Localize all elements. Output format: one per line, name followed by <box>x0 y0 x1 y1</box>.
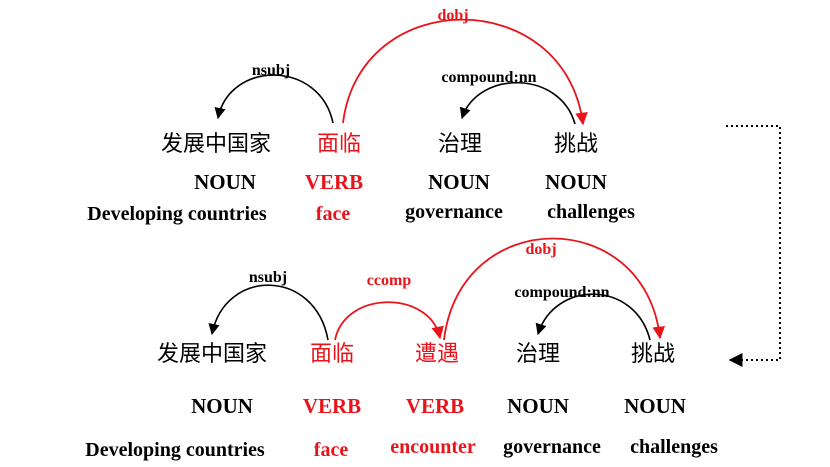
bottom-word-en: encounter <box>390 436 476 458</box>
top-arc-label-nsubj: nsubj <box>251 62 291 79</box>
top-word-zh: 面临 <box>316 132 362 157</box>
bottom-arc-label-nsubj: nsubj <box>248 269 288 286</box>
bottom-word-zh: 治理 <box>515 342 561 367</box>
top-arc-label-dobj: dobj <box>437 7 469 24</box>
transform-connector-arrow <box>726 125 781 367</box>
top-word-en: challenges <box>547 201 635 223</box>
top-arc-label-compound-nn: compound:nn <box>441 69 537 86</box>
bottom-word-zh: 发展中国家 <box>156 342 268 367</box>
bottom-word-en: face <box>313 439 349 461</box>
bottom-word-en: Developing countries <box>85 439 265 461</box>
bottom-word-zh: 遭遇 <box>414 342 460 367</box>
top-word-en: governance <box>405 201 503 223</box>
top-word-zh: 治理 <box>437 132 483 157</box>
bottom-word-en: governance <box>503 436 601 458</box>
bottom-arc-compound-nn <box>535 293 651 341</box>
bottom-arc-dobj <box>443 237 665 341</box>
bottom-arc-label-dobj: dobj <box>525 241 557 258</box>
top-arc-nsubj <box>214 74 334 124</box>
top-word-zh: 挑战 <box>553 132 599 157</box>
bottom-arc-label-compound-nn: compound:nn <box>514 284 610 301</box>
top-word-pos: NOUN <box>194 170 256 194</box>
top-word-pos: NOUN <box>545 170 607 194</box>
bottom-word-en: challenges <box>630 436 718 458</box>
bottom-arc-nsubj <box>208 284 329 341</box>
bottom-arc-label-ccomp: ccomp <box>366 272 412 289</box>
top-word-pos: VERB <box>304 170 364 194</box>
top-arc-compound-nn <box>459 81 576 125</box>
top-word-zh: 发展中国家 <box>160 132 272 157</box>
bottom-arc-ccomp <box>334 301 444 341</box>
bottom-word-pos: NOUN <box>507 394 569 418</box>
top-word-en: Developing countries <box>87 203 267 225</box>
bottom-word-zh: 挑战 <box>630 342 676 367</box>
top-arc-dobj <box>342 18 588 126</box>
bottom-word-pos: VERB <box>302 394 362 418</box>
top-word-pos: NOUN <box>428 170 490 194</box>
bottom-word-pos: NOUN <box>624 394 686 418</box>
bottom-word-pos: NOUN <box>191 394 253 418</box>
bottom-word-zh: 面临 <box>309 342 355 367</box>
top-word-en: face <box>315 203 351 225</box>
bottom-word-pos: VERB <box>405 394 465 418</box>
